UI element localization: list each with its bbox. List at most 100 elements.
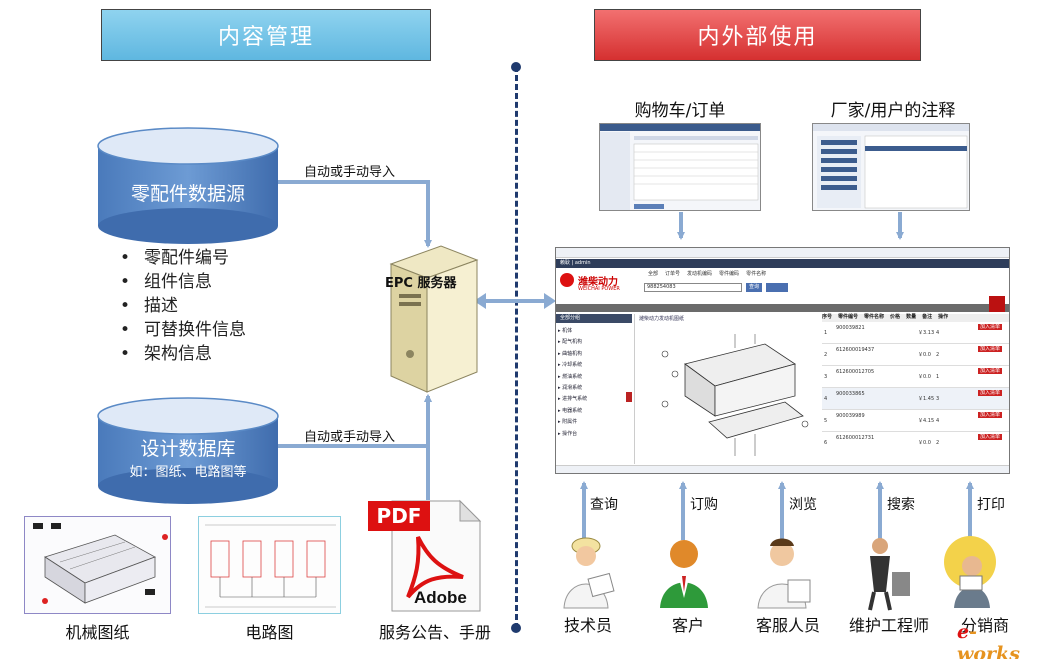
add-to-list-button[interactable]: 加入清单	[978, 434, 1003, 440]
table-header: 序号 零件编号 零件名称 价格 数量 备注 操作	[822, 314, 1009, 322]
logo-cn: 潍柴动力	[578, 277, 618, 288]
eworks-watermark: e-works	[957, 621, 1038, 659]
parts-database-label: 零配件数据源	[130, 183, 245, 205]
logo-en: WEICHAI POWER	[578, 286, 620, 292]
technician-icon	[563, 537, 615, 609]
search-input[interactable]: 988254083	[644, 283, 742, 292]
nav-item[interactable]: 零件名称	[746, 271, 767, 277]
add-to-list-button[interactable]: 加入清单	[978, 346, 1003, 352]
app-nav: 全部 订单号 发动机编码 零件编码 零件名称	[648, 271, 766, 277]
tree-item[interactable]: ▸ 操作台	[558, 430, 578, 437]
design-database-label: 设计数据库	[140, 438, 236, 460]
role-service-staff-label: 客服人员	[755, 616, 820, 635]
server-label: EPC 服务器	[385, 276, 457, 291]
add-to-list-button[interactable]: 加入清单	[978, 390, 1003, 396]
usage-title: 内外部使用	[697, 25, 818, 50]
watermark-e: e	[957, 621, 970, 643]
role-distributor-label: 分销商	[960, 616, 1009, 635]
tree-item[interactable]: ▸ 燃油系统	[558, 373, 583, 380]
design-database-cylinder	[97, 397, 279, 504]
action-print-label: 打印	[977, 497, 1005, 513]
service-docs-caption: 服务公告、手册	[378, 623, 491, 642]
diagram-title: 潍柴动力发动机图纸	[639, 316, 685, 322]
tree-item[interactable]: ▸ 进排气系统	[558, 396, 588, 403]
parts-database-cylinder	[97, 127, 279, 244]
server-icon	[389, 245, 479, 393]
adobe-brand: Adobe	[414, 588, 467, 607]
mechanical-drawing-thumbnail	[24, 516, 171, 614]
annotations-image	[813, 124, 969, 210]
tree-item[interactable]: ▸ 电器系统	[558, 407, 583, 414]
tree-item[interactable]: ▸ 机体	[558, 328, 573, 334]
add-to-list-button[interactable]: 加入清单	[978, 412, 1003, 418]
table-row[interactable]: 1 900039821 ￥3.13 4 加入清单	[822, 322, 1009, 344]
annotations-screenshot	[812, 123, 970, 211]
tree-item[interactable]: ▸ 润滑系统	[558, 385, 583, 392]
usage-header: 内外部使用	[594, 9, 921, 61]
role-technician-label: 技术员	[563, 616, 612, 635]
table-row[interactable]: 2 612600019437 ￥0.0 2 加入清单	[822, 344, 1009, 366]
mechanical-drawing-image	[25, 517, 170, 613]
circuit-diagram-caption: 电路图	[245, 623, 294, 642]
tree-item[interactable]: ▸ 冷却系统	[558, 362, 583, 369]
nav-item[interactable]: 订单号	[665, 271, 681, 277]
action-search-label: 搜索	[887, 497, 915, 513]
list-item: 描述	[120, 294, 246, 318]
table-row[interactable]: 5 900039989 ￥4.15 4 加入清单	[822, 410, 1009, 432]
add-to-list-button[interactable]: 加入清单	[978, 368, 1003, 374]
section-divider	[515, 66, 518, 629]
divider-top-dot	[511, 62, 521, 72]
parts-table: 序号 零件编号 零件名称 价格 数量 备注 操作 1 900039821 ￥3.…	[822, 314, 1009, 464]
nav-item[interactable]: 零件编码	[719, 271, 740, 277]
app-header: 潍柴动力 WEICHAI POWER 全部 订单号 发动机编码 零件编码 零件名…	[556, 268, 1009, 298]
list-item: 架构信息	[120, 342, 246, 366]
tree-item[interactable]: ▸ 配气机构	[558, 339, 583, 346]
epc-web-app-screenshot: 赖耿 | admin 潍柴动力 WEICHAI POWER 全部 订单号 发动机…	[555, 247, 1010, 474]
pdf-badge: PDF	[368, 501, 430, 531]
cart-order-image	[600, 124, 760, 210]
annotations-caption: 厂家/用户的注释	[830, 101, 956, 121]
mechanical-drawing-caption: 机械图纸	[65, 623, 130, 642]
table-row[interactable]: 6 612600012731 ￥0.0 2 加入清单	[824, 434, 1003, 446]
distributor-icon	[944, 536, 996, 608]
add-to-list-button[interactable]: 加入清单	[978, 324, 1003, 330]
content-management-title: 内容管理	[217, 25, 314, 50]
pdf-document-icon: PDF Adobe	[368, 497, 484, 613]
nav-item[interactable]: 发动机编码	[687, 271, 713, 277]
divider-bottom-dot	[511, 623, 521, 633]
exploded-view-panel: 潍柴动力发动机图纸	[634, 314, 820, 464]
design-database-sublabel: 如：图纸、电路图等	[129, 465, 247, 480]
tree-item[interactable]: ▸ 曲轴机构	[558, 350, 583, 357]
customer-icon	[660, 540, 708, 608]
import-label-top: 自动或手动导入	[304, 165, 396, 180]
search-button[interactable]: 查询	[746, 283, 762, 292]
cart-order-caption: 购物车/订单	[634, 101, 726, 121]
list-item: 组件信息	[120, 270, 246, 294]
content-management-header: 内容管理	[101, 9, 431, 61]
service-staff-icon	[757, 538, 811, 609]
secondary-button[interactable]	[766, 283, 788, 292]
action-browse-label: 浏览	[789, 497, 817, 513]
role-customer-label: 客户	[671, 616, 704, 635]
tree-header: 全部分组	[556, 314, 632, 323]
circuit-diagram-thumbnail	[198, 516, 341, 614]
epc-server: EPC 服务器	[379, 244, 479, 394]
login-info: 赖耿 | admin	[560, 260, 591, 266]
nav-item[interactable]: 全部	[648, 271, 659, 277]
import-label-bottom: 自动或手动导入	[304, 430, 396, 445]
circuit-diagram-image	[199, 517, 340, 613]
tree-item[interactable]: ▸ 附属件	[558, 419, 578, 426]
category-tree: ▸ 机体 ▸ 配气机构 ▸ 曲轴机构 ▸ 冷却系统 ▸ 燃油系统 ▸ 润滑系统 …	[558, 326, 630, 440]
engine-exploded-diagram	[661, 334, 809, 456]
action-query-label: 查询	[590, 497, 618, 513]
table-row[interactable]: 4 900033865 ￥1.45 3 加入清单	[822, 388, 1009, 410]
weichai-logo-icon	[560, 273, 574, 287]
collapse-toggle[interactable]	[626, 392, 632, 402]
user-role-figures	[563, 536, 996, 611]
table-row[interactable]: 3 612600012705 ￥0.0 1 加入清单	[822, 366, 1009, 388]
breadcrumb-bar	[556, 304, 1009, 312]
role-maintenance-engineer-label: 维护工程师	[848, 616, 929, 635]
browser-toolbar	[556, 248, 1009, 258]
cart-icon[interactable]	[989, 296, 1005, 312]
